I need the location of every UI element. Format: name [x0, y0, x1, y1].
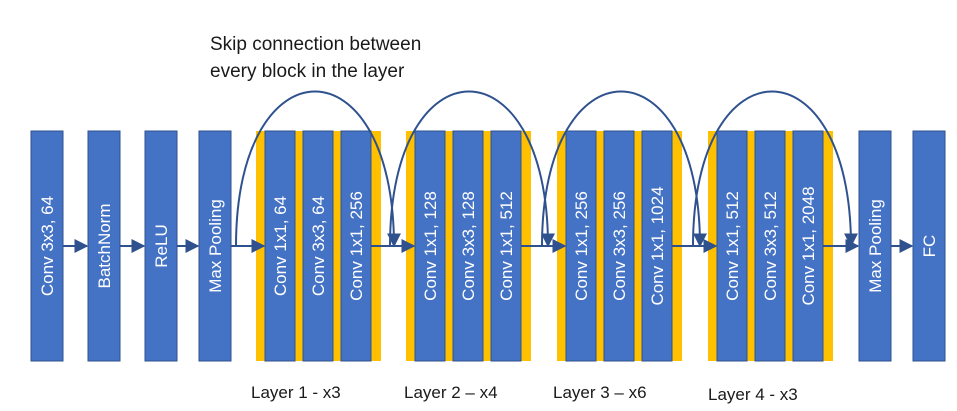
skip-connections — [235, 90, 858, 248]
layer-3-block-2: Conv 3x3, 256 — [603, 130, 635, 362]
skip-connection-arrow-icon — [692, 90, 858, 248]
layer-1-block-3: Conv 1x1, 256 — [340, 130, 372, 362]
layer-3-block-1: Conv 1x1, 256 — [565, 130, 597, 362]
layer-block-label: Conv 3x3, 64 — [309, 196, 328, 296]
layer-1-label: Layer 1 - x3 — [251, 383, 341, 402]
layer-block-label: Conv 1x1, 2048 — [799, 186, 818, 305]
layer-2-block-3: Conv 1x1, 512 — [490, 130, 522, 362]
stem-block-label: ReLU — [152, 224, 171, 267]
stem-block-max-pooling: Max Pooling — [198, 130, 232, 362]
caption-line-1: Skip connection between — [210, 34, 421, 55]
head-block-label: FC — [920, 235, 939, 258]
caption-line-2: every block in the layer — [210, 61, 405, 82]
head-block-max-pooling: Max Pooling — [858, 130, 892, 362]
layer-block-label: Conv 1x1, 256 — [347, 191, 366, 301]
layer-2-block-1: Conv 1x1, 128 — [414, 130, 446, 362]
layer-block-label: Conv 3x3, 512 — [761, 191, 780, 301]
layer-1-block-2: Conv 3x3, 64 — [302, 130, 334, 362]
layer-block-label: Conv 1x1, 1024 — [648, 186, 667, 305]
layer-block-label: Conv 1x1, 512 — [497, 191, 516, 301]
layer-block-label: Conv 1x1, 128 — [421, 191, 440, 301]
layer-3-label: Layer 3 – x6 — [553, 383, 647, 402]
layer-4-label: Layer 4 - x3 — [708, 385, 798, 404]
stem-block-label: Max Pooling — [206, 199, 225, 293]
head-block-fc: FC — [912, 130, 946, 362]
layer-3: Conv 1x1, 256 Conv 3x3, 256 Conv 1x1, 10… — [553, 130, 682, 402]
layer-4-block-1: Conv 1x1, 512 — [716, 130, 748, 362]
layer-2: Conv 1x1, 128 Conv 3x3, 128 Conv 1x1, 51… — [404, 130, 531, 402]
layer-2-block-2: Conv 3x3, 128 — [452, 130, 484, 362]
layer-block-label: Conv 1x1, 512 — [723, 191, 742, 301]
layer-1-block-1: Conv 1x1, 64 — [264, 130, 296, 362]
head-block-label: Max Pooling — [866, 199, 885, 293]
layer-block-label: Conv 1x1, 64 — [271, 196, 290, 296]
skip-connection-arrow-icon — [541, 90, 707, 248]
layer-block-label: Conv 3x3, 256 — [610, 191, 629, 301]
stem-block-batchnorm: BatchNorm — [87, 130, 121, 362]
layer-block-label: Conv 1x1, 256 — [572, 191, 591, 301]
layer-block-label: Conv 3x3, 128 — [459, 191, 478, 301]
layer-2-label: Layer 2 – x4 — [404, 383, 498, 402]
layer-4-block-2: Conv 3x3, 512 — [754, 130, 786, 362]
layer-1: Conv 1x1, 64 Conv 3x3, 64 Conv 1x1, 256 … — [251, 130, 381, 402]
stem-block-label: BatchNorm — [95, 203, 114, 288]
skip-connection-arrow-icon — [235, 90, 401, 248]
layer-4: Conv 1x1, 512 Conv 3x3, 512 Conv 1x1, 20… — [708, 130, 833, 404]
layer-3-block-3: Conv 1x1, 1024 — [641, 130, 673, 362]
stem-block-relu: ReLU — [144, 130, 178, 362]
stem-block-label: Conv 3x3, 64 — [38, 196, 57, 296]
stem-block-conv-3x3: Conv 3x3, 64 — [30, 130, 64, 362]
skip-connection-arrow-icon — [389, 90, 555, 248]
layer-4-block-3: Conv 1x1, 2048 — [792, 130, 824, 362]
